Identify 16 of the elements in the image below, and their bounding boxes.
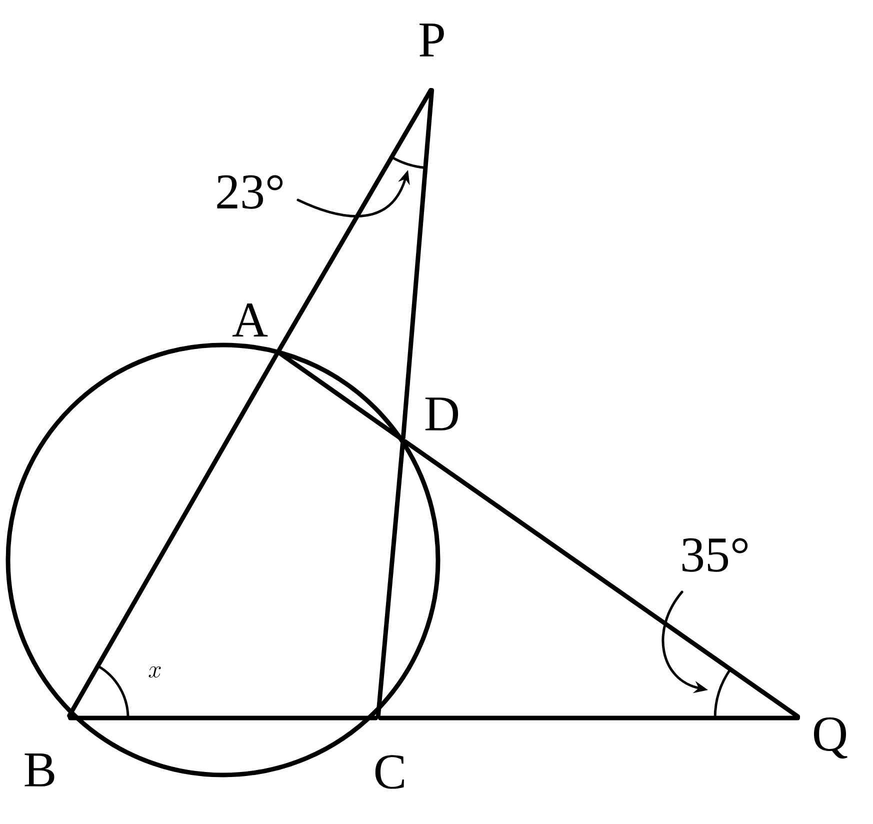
point-label: P [420,24,444,56]
point-label: C [375,755,404,789]
line-segment [68,716,378,720]
line-segment [376,440,406,718]
point-label: D [425,398,458,430]
line-segment [67,352,279,718]
point-label: A [232,303,268,336]
line-segment [378,716,800,720]
line-segment [403,439,800,719]
point-label: B [24,754,54,786]
angle-label: 35° [682,538,748,572]
line-segment [400,88,434,440]
point-label: Q [814,717,848,759]
line-segment [277,88,433,352]
angle-label: $x$ [148,666,161,678]
angle-label: 23° [217,175,283,209]
